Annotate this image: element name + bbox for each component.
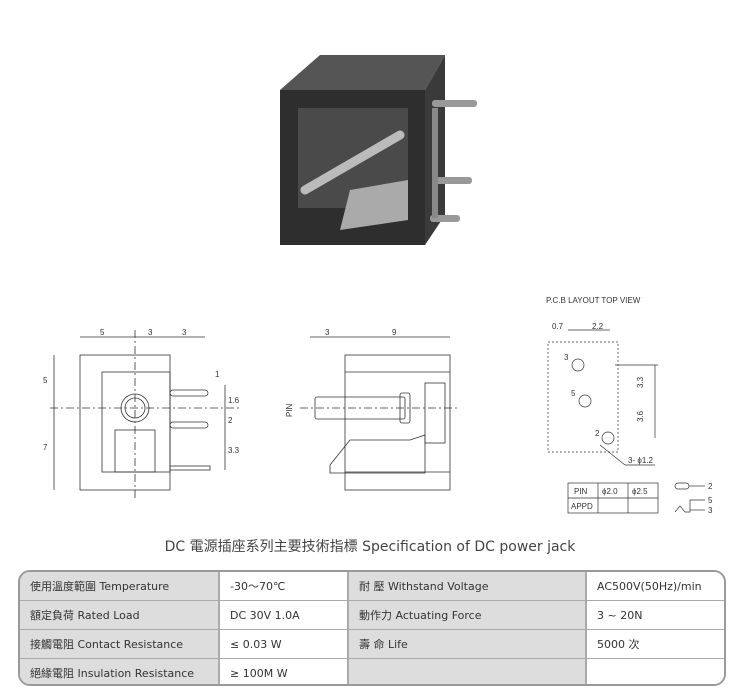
dim-label: 5: [100, 328, 105, 337]
dim-label: 1.6: [228, 396, 240, 405]
spec-value: -30～70℃: [220, 572, 349, 600]
spec-value: ≥ 100M W: [220, 659, 349, 684]
spec-key: 額定負荷 Rated Load: [20, 601, 220, 629]
schematic-pin: 2: [708, 482, 713, 491]
schematic-pin: 5: [708, 496, 713, 505]
pcb-layout-drawing: 0.7 2.2 3.3 3.6 3 5 2 3- ϕ1.2 PIN ϕ2.0 ϕ…: [547, 322, 713, 515]
dim-label: 7: [43, 443, 48, 452]
pin-table-header: PIN: [574, 487, 588, 496]
spec-value: 3 ~ 20N: [587, 601, 724, 629]
table-row: 絕緣電阻 Insulation Resistance ≥ 100M W: [20, 659, 724, 684]
pin-number: 3: [564, 353, 569, 362]
dim-label: 0.7: [552, 322, 564, 331]
dim-label: 2.2: [592, 322, 604, 331]
table-row: 使用溫度範圍 Temperature -30～70℃ 耐 壓 Withstand…: [20, 572, 724, 601]
pcb-layout-title: P.C.B LAYOUT TOP VIEW: [546, 296, 641, 305]
hole-label: 3- ϕ1.2: [628, 456, 653, 465]
spec-key: 絕緣電阻 Insulation Resistance: [20, 659, 220, 684]
spec-value: DC 30V 1.0A: [220, 601, 349, 629]
spec-title: DC 電源插座系列主要技術指標 Specification of DC powe…: [164, 539, 576, 555]
dim-label: 3: [325, 328, 330, 337]
dim-label: 3.3: [228, 446, 240, 455]
front-view-drawing: 5 3 3 5 7 1 1.6 2 3.3: [43, 328, 240, 500]
pin-label: PIN: [285, 403, 294, 417]
spec-key: 使用溫度範圍 Temperature: [20, 572, 220, 600]
spec-value: 5000 次: [587, 630, 724, 658]
spec-key: 壽 命 Life: [349, 630, 587, 658]
spec-value: ≤ 0.03 W: [220, 630, 349, 658]
spec-key: [349, 659, 587, 684]
dim-label: 3: [148, 328, 153, 337]
spec-key: 接觸電阻 Contact Resistance: [20, 630, 220, 658]
dim-label: 1: [215, 370, 220, 379]
dim-label: 9: [392, 328, 397, 337]
spec-key: 耐 壓 Withstand Voltage: [349, 572, 587, 600]
schematic-pin: 3: [708, 506, 713, 515]
spec-value: [587, 659, 724, 684]
dim-label: 5: [43, 376, 48, 385]
spec-key: 動作力 Actuating Force: [349, 601, 587, 629]
dim-label: 3.6: [636, 410, 645, 422]
pin-table-header: ϕ2.5: [632, 487, 648, 496]
pin-table-header: ϕ2.0: [602, 487, 618, 496]
pin-number: 2: [595, 429, 600, 438]
dim-label: 3.3: [636, 376, 645, 388]
table-row: 接觸電阻 Contact Resistance ≤ 0.03 W 壽 命 Lif…: [20, 630, 724, 659]
side-view-drawing: 3 9 PIN: [285, 328, 460, 491]
product-photo: [280, 55, 477, 245]
table-row: 額定負荷 Rated Load DC 30V 1.0A 動作力 Actuatin…: [20, 601, 724, 630]
pin-table-row-label: APPD: [571, 502, 593, 511]
dim-label: 3: [182, 328, 187, 337]
dim-label: 2: [228, 416, 233, 425]
pin-number: 5: [571, 389, 576, 398]
spec-table: 使用溫度範圍 Temperature -30～70℃ 耐 壓 Withstand…: [18, 570, 726, 686]
spec-value: AC500V(50Hz)/min: [587, 572, 724, 600]
